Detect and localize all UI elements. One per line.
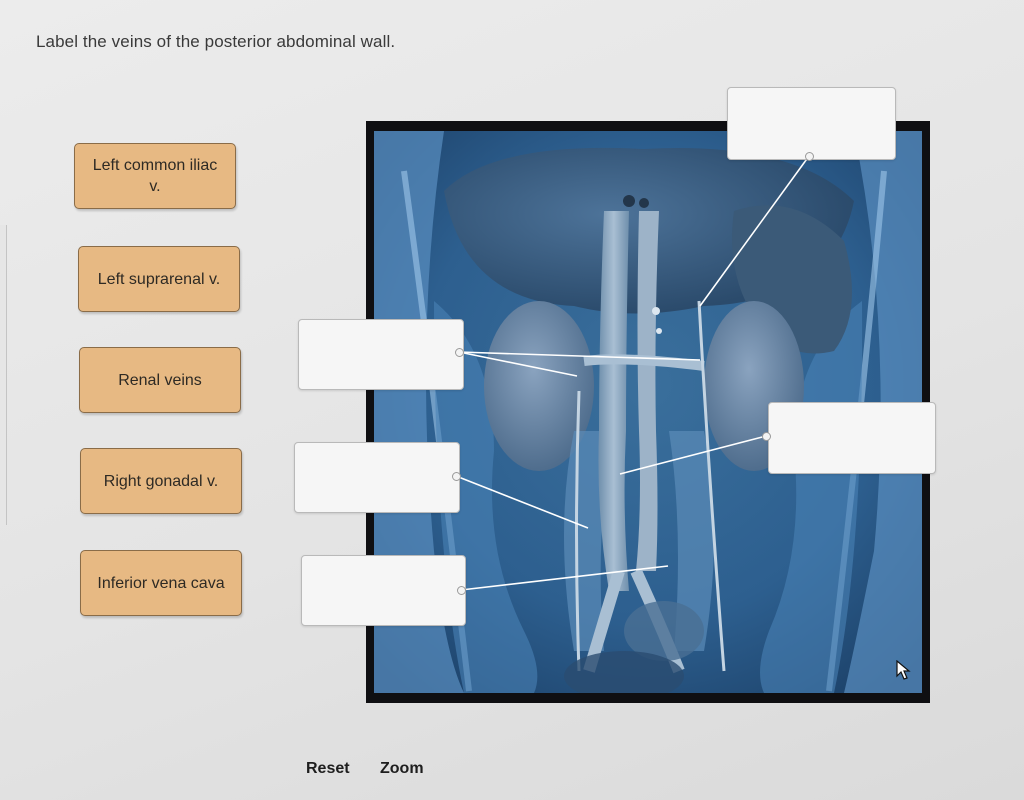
drop-target-5[interactable] [301, 555, 466, 626]
anchor-dot-3 [762, 432, 771, 441]
drop-target-2[interactable] [298, 319, 464, 390]
drop-target-1[interactable] [727, 87, 896, 160]
anchor-dot-4 [452, 472, 461, 481]
label-right-gonadal-v[interactable]: Right gonadal v. [80, 448, 242, 514]
label-left-suprarenal-v[interactable]: Left suprarenal v. [78, 246, 240, 312]
pointer-arrow-icon [896, 659, 912, 687]
label-renal-veins[interactable]: Renal veins [79, 347, 241, 413]
label-inferior-vena-cava[interactable]: Inferior vena cava [80, 550, 242, 616]
anchor-dot-2 [455, 348, 464, 357]
zoom-button[interactable]: Zoom [380, 760, 424, 777]
question-prompt: Label the veins of the posterior abdomin… [36, 32, 396, 51]
left-edge-panel [0, 225, 7, 525]
anchor-dot-1 [805, 152, 814, 161]
drop-target-3[interactable] [768, 402, 936, 474]
drop-target-4[interactable] [294, 442, 460, 513]
reset-button[interactable]: Reset [306, 760, 350, 777]
label-left-common-iliac-v[interactable]: Left common iliac v. [74, 143, 236, 209]
anchor-dot-5 [457, 586, 466, 595]
